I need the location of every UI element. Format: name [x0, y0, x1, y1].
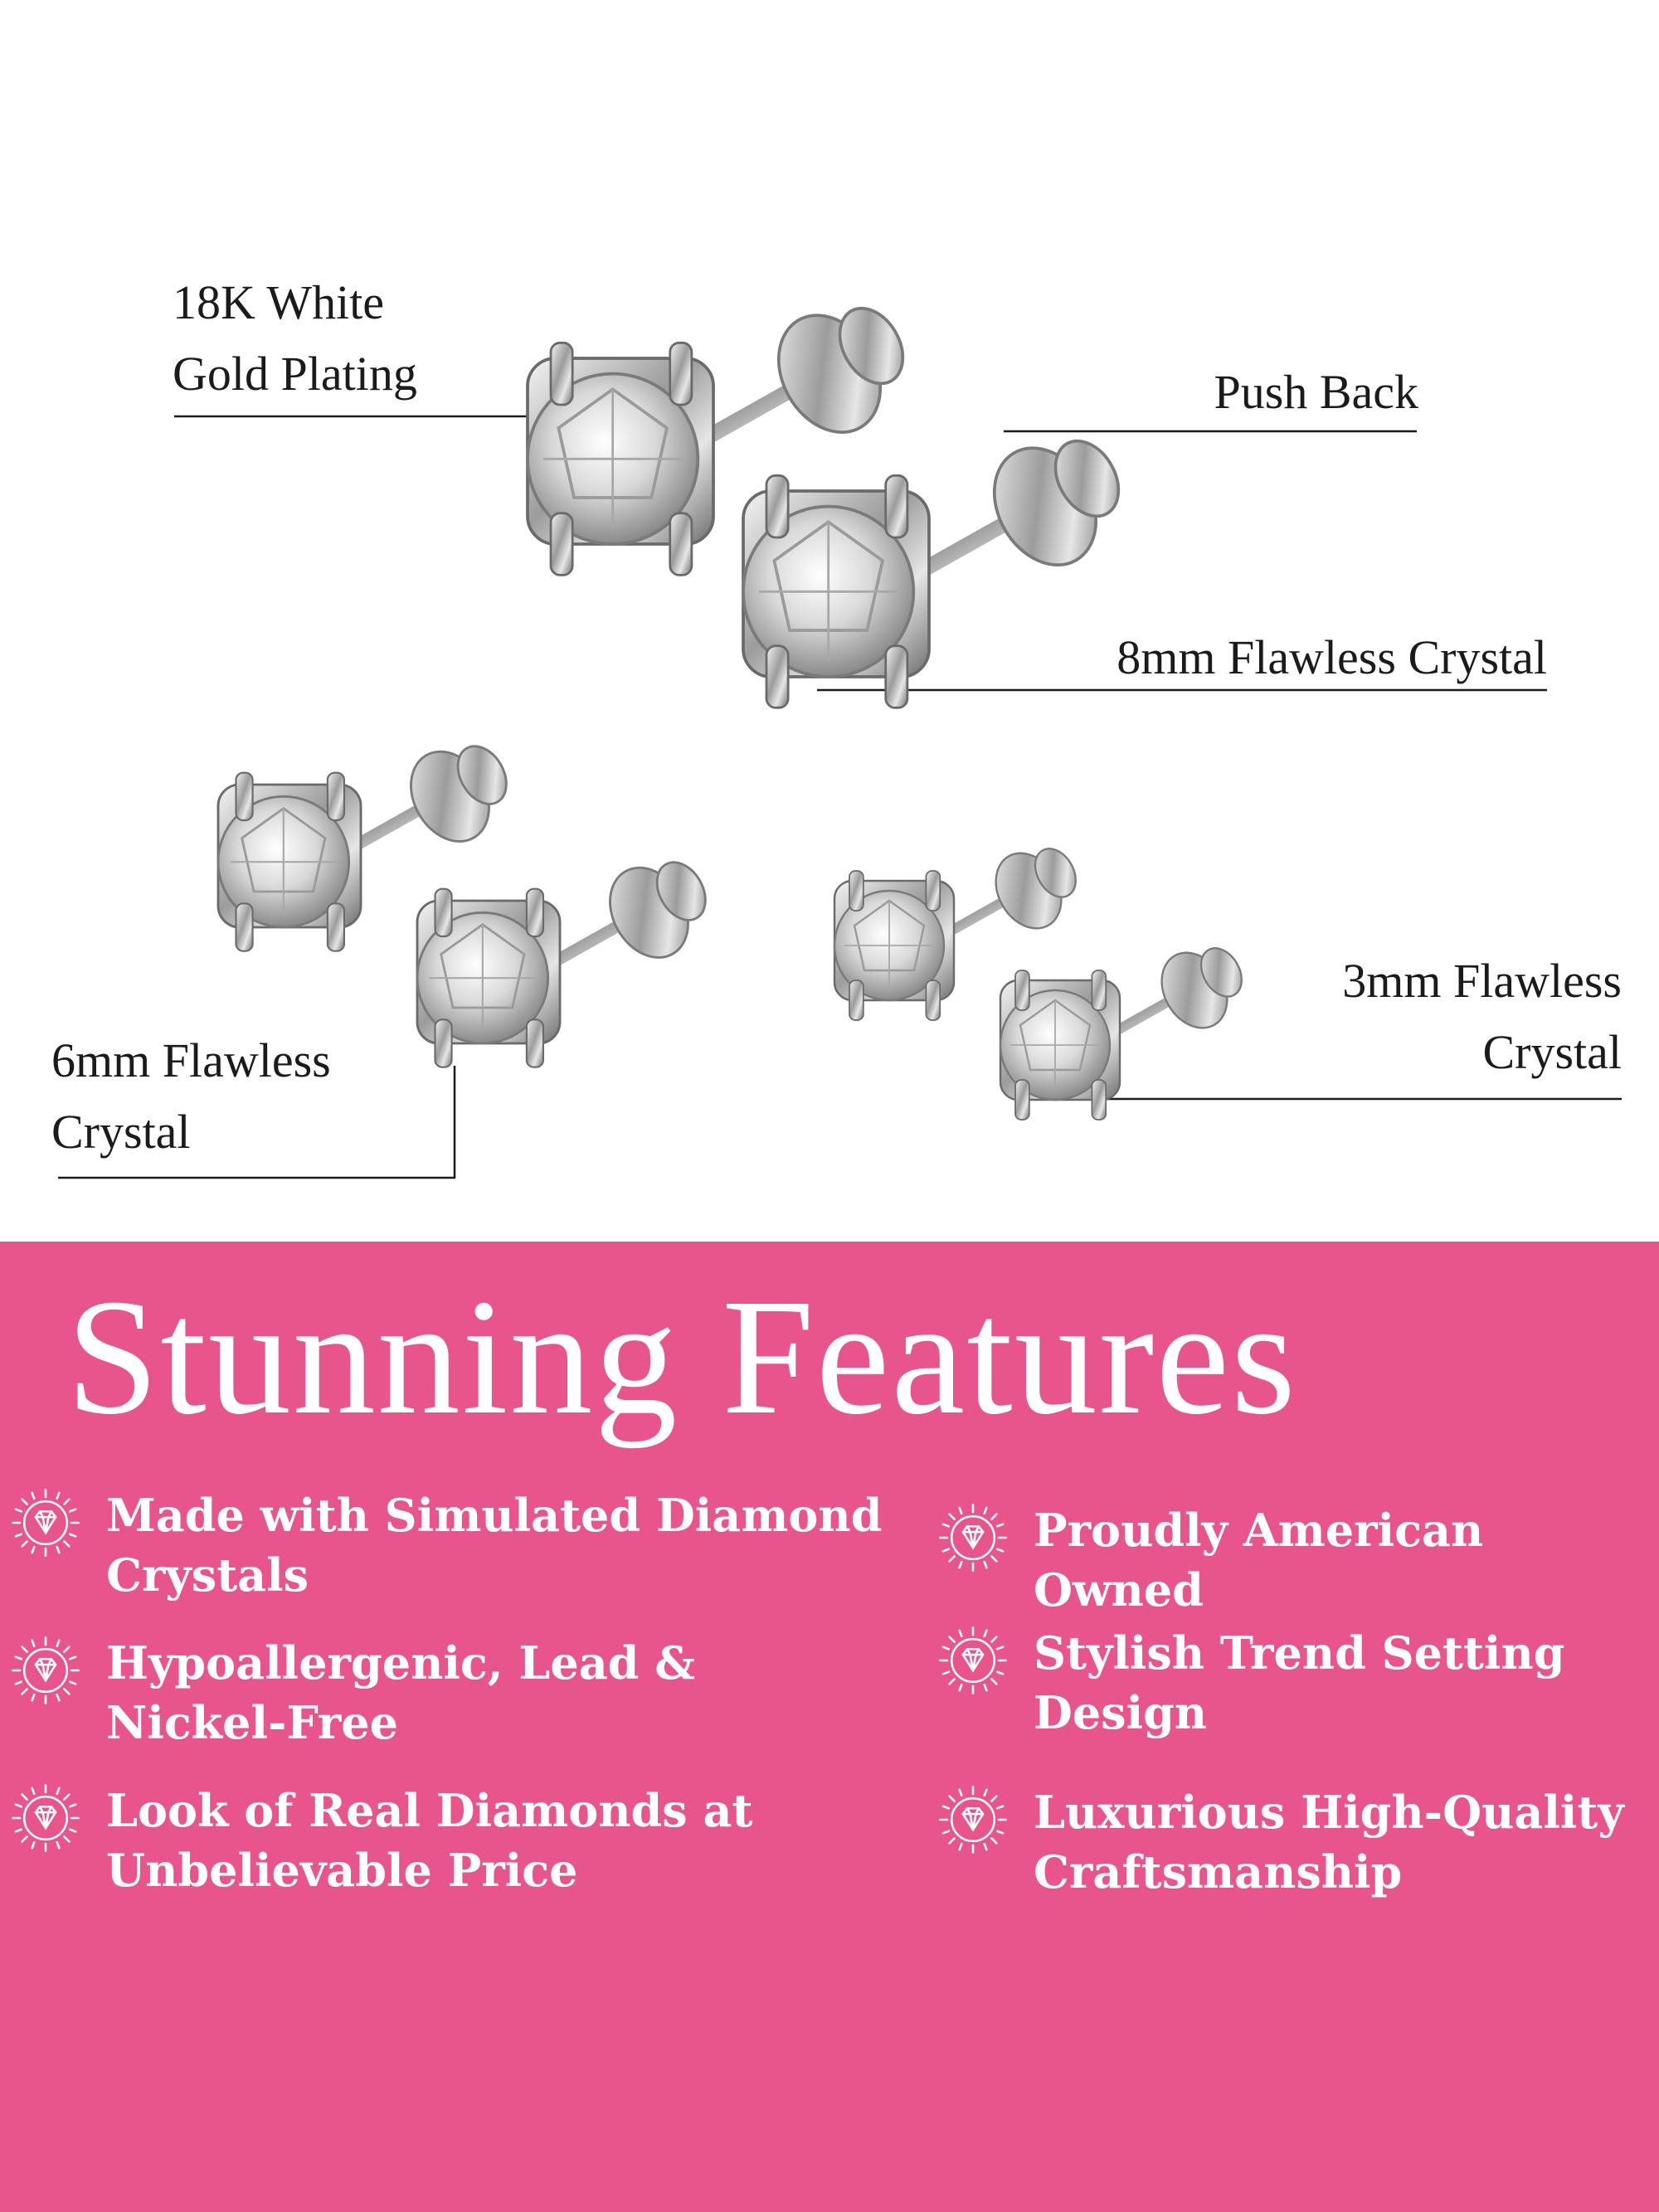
diamond-badge-icon	[10, 1782, 81, 1854]
feature-text: Proudly American Owned	[1034, 1504, 1484, 1616]
callout-plating: 18K White Gold Plating	[173, 275, 417, 401]
feature-item: Hypoallergenic, Lead & Nickel-Free	[10, 1633, 889, 1753]
diamond-badge-icon	[10, 1487, 81, 1558]
product-illustration-area: 18K White Gold Plating Push Back 8mm Fla…	[51, 275, 1622, 1179]
earring-8mm-back	[697, 398, 1161, 770]
feature-item: Luxurious High-Quality Craftsmanship	[937, 1782, 1642, 1902]
callout-6mm: 6mm Flawless Crystal	[51, 1033, 331, 1159]
callout-lines	[58, 415, 1622, 1179]
diamond-badge-icon	[937, 1502, 1009, 1573]
feature-text: Look of Real Diamonds at Unbelievable Pr…	[106, 1784, 753, 1897]
diamond-badge-icon	[937, 1784, 1009, 1855]
6mm-callout-line	[58, 1066, 456, 1179]
feature-item: Stylish Trend Setting Design	[937, 1623, 1642, 1743]
feature-text: Hypoallergenic, Lead & Nickel-Free	[106, 1636, 695, 1749]
callout-3mm: 3mm Flawless Crystal	[1342, 954, 1622, 1079]
features-headline: Stunning Features	[66, 1266, 1297, 1449]
earring-6mm-back	[382, 829, 738, 1115]
feature-text: Made with Simulated Diamond Crystals	[106, 1489, 883, 1602]
feature-text: Luxurious High-Quality Craftsmanship	[1034, 1786, 1624, 1898]
callout-8mm: 8mm Flawless Crystal	[1117, 630, 1547, 684]
feature-item: Look of Real Diamonds at Unbelievable Pr…	[10, 1781, 889, 1900]
feature-item: Proudly American Owned	[937, 1500, 1642, 1620]
diamond-badge-icon	[10, 1635, 81, 1706]
feature-text: Stylish Trend Setting Design	[1034, 1626, 1565, 1739]
feature-item: Made with Simulated Diamond Crystals	[10, 1485, 889, 1605]
diamond-badge-icon	[937, 1625, 1009, 1696]
features-panel: Stunning Features Made with Simulated Di…	[0, 1242, 1659, 2212]
callout-push-back: Push Back	[1214, 365, 1419, 419]
